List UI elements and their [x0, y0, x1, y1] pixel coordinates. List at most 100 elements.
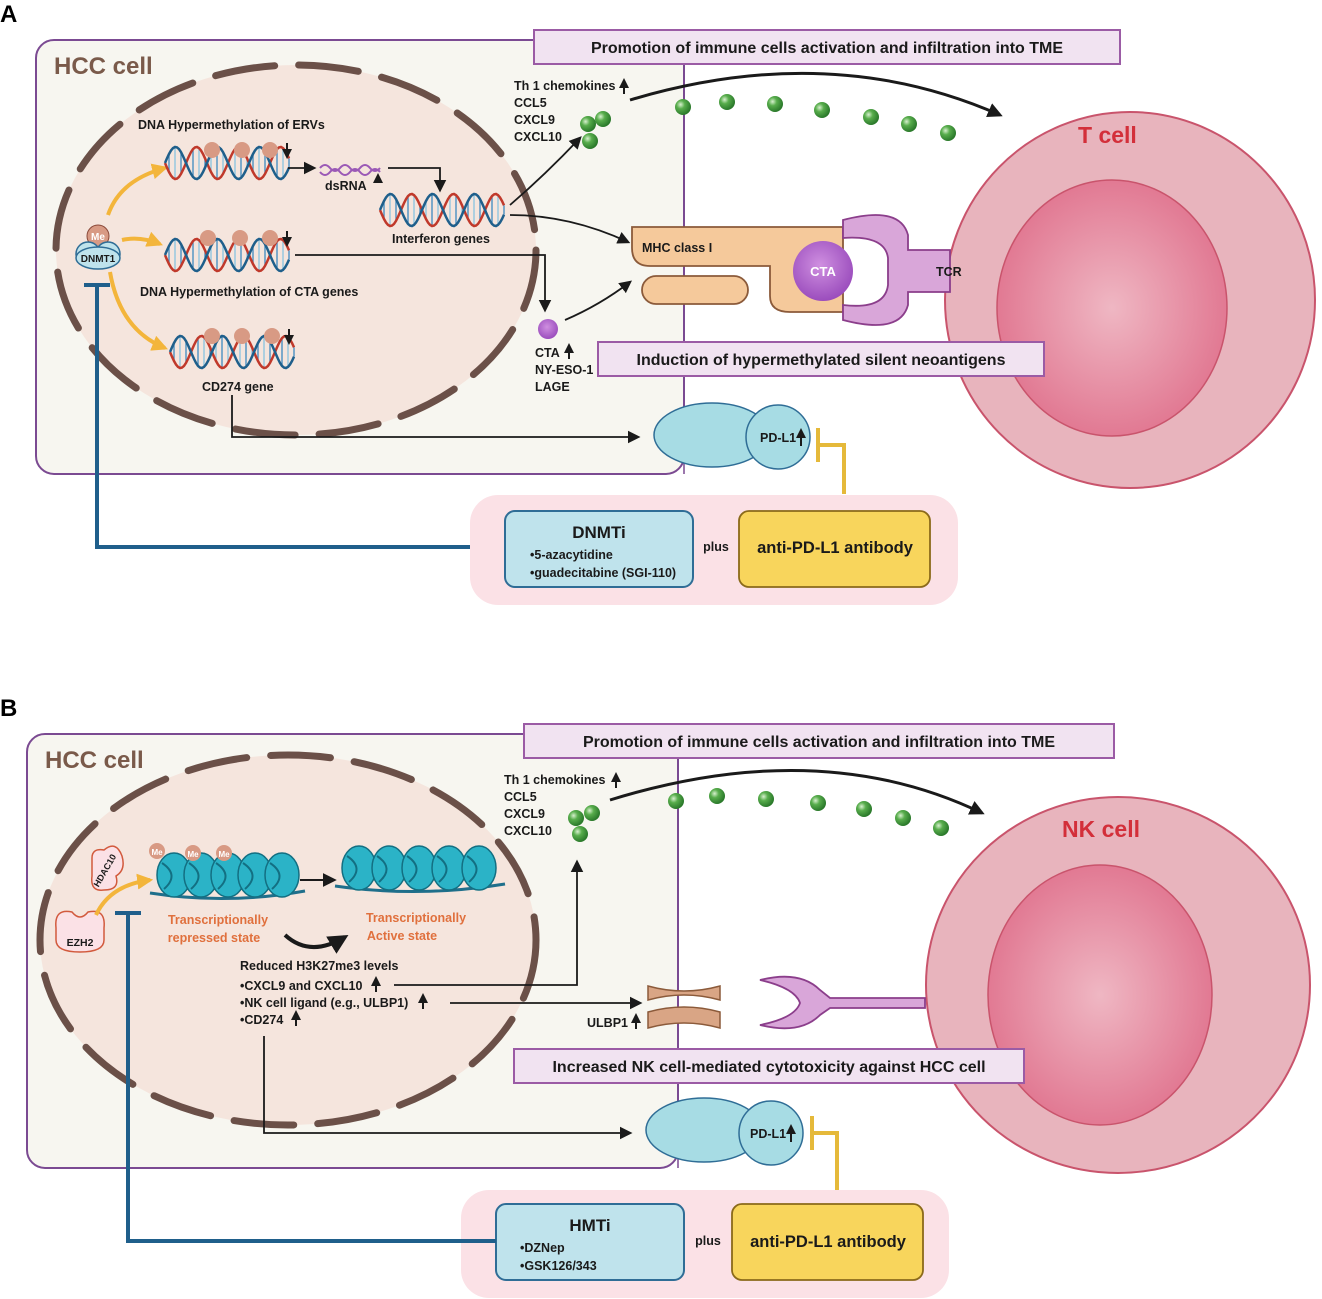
ulbp1-label: ULBP1	[587, 1016, 628, 1030]
chemokine-balls-a	[580, 94, 956, 149]
dnmt1: Me DNMT1	[75, 224, 121, 270]
hmti-drug-2: •GSK126/343	[520, 1259, 597, 1273]
cta-antigen-label: CTA	[810, 264, 836, 279]
effect-cxcl: •CXCL9 and CXCL10	[240, 979, 363, 993]
nucleosomes-repressed	[149, 852, 306, 901]
repressed-state-label: Transcriptionally repressed state	[168, 913, 268, 945]
antibody-b-label: anti-PD-L1 antibody	[750, 1233, 907, 1251]
hdac10: HDAC10	[91, 845, 124, 891]
mhc-label: MHC class I	[642, 241, 712, 255]
antibody-inhibition-a	[818, 443, 846, 494]
repressed-line-1: Transcriptionally	[168, 913, 268, 927]
pd-l1-b-label: PD-L1	[750, 1127, 786, 1141]
mhc-class-i: MHC class I	[631, 226, 844, 313]
pd-l1-a: PD-L1	[653, 402, 811, 470]
chemokine-cxcl9-a: CXCL9	[514, 113, 555, 127]
ulbp1: ULBP1	[587, 985, 721, 1030]
dnmti-drug-1: •5-azacytidine	[530, 548, 613, 562]
chemokine-cxcl9-b: CXCL9	[504, 807, 545, 821]
dna-cta-label: DNA Hypermethylation of CTA genes	[140, 285, 358, 299]
active-state-label: Transcriptionally Active state	[366, 911, 466, 943]
banner-bottom-b-text: Increased NK cell-mediated cytotoxicity …	[552, 1059, 985, 1076]
ezh2-label: EZH2	[67, 937, 94, 949]
cta-list-lage: LAGE	[535, 380, 570, 394]
dnmti-drug-2: •guadecitabine (SGI-110)	[530, 566, 676, 580]
effect-cd274: •CD274	[240, 1013, 283, 1027]
chemokine-list-b: Th 1 chemokines CCL5 CXCL9 CXCL10	[504, 772, 621, 838]
chemokine-balls-b	[568, 788, 949, 842]
antibody-inhibition-b	[812, 1131, 839, 1190]
cta-list-nyeso: NY-ESO-1	[535, 363, 593, 377]
dsrna-icon	[319, 164, 381, 172]
banner-bottom-a	[597, 341, 1045, 377]
pd-l1-b: PD-L1	[645, 1097, 804, 1166]
chemokine-cxcl10-b: CXCL10	[504, 824, 552, 838]
nk-receptor	[759, 975, 926, 1030]
antibody-box-a	[738, 510, 931, 588]
down-arrow-icons-a	[282, 143, 294, 345]
chemokine-ccl5-b: CCL5	[504, 790, 537, 804]
nucleosomes-active	[334, 845, 506, 894]
panel-a: A HCC cell T cell Promotion of immune ce…	[0, 1, 1316, 605]
banner-top-a-text: Promotion of immune cells activation and…	[591, 40, 1063, 57]
nk-cell-label: NK cell	[1062, 816, 1140, 842]
t-cell: T cell	[944, 111, 1316, 489]
nk-cell: NK cell	[925, 796, 1311, 1174]
dnmti-box	[504, 510, 694, 588]
dna-erv-label: DNA Hypermethylation of ERVs	[138, 118, 325, 132]
chemokine-header-a: Th 1 chemokines	[514, 79, 615, 93]
ezh2: EZH2	[55, 910, 105, 953]
dna-interferon-a	[378, 192, 506, 228]
active-line-1: Transcriptionally	[366, 911, 466, 925]
chemokine-ccl5-a: CCL5	[514, 96, 547, 110]
methyl-b-1: Me	[151, 848, 163, 857]
chemotaxis-arrow-b	[609, 768, 985, 815]
chemokine-list-a: Th 1 chemokines CCL5 CXCL9 CXCL10	[514, 78, 629, 144]
dna-cta-a	[163, 237, 291, 273]
dnmti-title: DNMTi	[572, 523, 626, 542]
tcr: TCR	[842, 214, 962, 326]
cta-antigen	[793, 241, 853, 301]
dsrna-label: dsRNA	[325, 179, 367, 193]
banner-top-a	[533, 29, 1121, 65]
plus-b: plus	[695, 1234, 721, 1248]
banner-bottom-a-text: Induction of hypermethylated silent neoa…	[637, 352, 1006, 369]
dna-erv-a	[163, 145, 291, 181]
interferon-label: Interferon genes	[392, 232, 490, 246]
cta-antigen-dot	[538, 319, 558, 339]
nucleus-envelope-b	[36, 751, 540, 1129]
panel-a-letter: A	[0, 1, 17, 28]
h3k27-label: Reduced H3K27me3 levels	[240, 959, 398, 973]
antibody-box-b	[731, 1203, 924, 1281]
hmti-inhibition	[126, 913, 496, 1243]
cta-list-a: CTA NY-ESO-1 LAGE	[535, 343, 593, 394]
methyl-marks-a	[200, 142, 280, 344]
nucleus-a	[56, 65, 536, 435]
methyl-b-3: Me	[218, 850, 230, 859]
banner-bottom-b	[513, 1048, 1025, 1084]
dnmt1-label: DNMT1	[81, 254, 116, 265]
plus-a: plus	[703, 540, 729, 554]
hmti-title: HMTi	[569, 1216, 610, 1235]
methyl-marks-b: Me Me Me	[149, 843, 232, 861]
dnmti-inhibition	[95, 285, 470, 549]
panel-b: B HCC cell NK cell Promotion of immune c…	[0, 695, 1311, 1298]
banner-top-b	[523, 723, 1115, 759]
chemotaxis-arrow-a	[629, 71, 1003, 118]
cd274-label: CD274 gene	[202, 380, 274, 394]
panel-b-letter: B	[0, 695, 17, 722]
pd-l1-a-label: PD-L1	[760, 431, 796, 445]
tcr-label: TCR	[936, 265, 962, 279]
methyl-b-2: Me	[187, 850, 199, 859]
hcc-cell-label-b: HCC cell	[45, 747, 144, 774]
banner-top-b-text: Promotion of immune cells activation and…	[583, 734, 1055, 751]
chemokine-cxcl10-a: CXCL10	[514, 130, 562, 144]
hcc-cell-label-a: HCC cell	[54, 53, 153, 80]
dnmt1-me: Me	[91, 232, 105, 243]
chemokine-header-b: Th 1 chemokines	[504, 773, 605, 787]
cta-list-cta: CTA	[535, 346, 560, 360]
hmti-drug-1: •DZNep	[520, 1241, 565, 1255]
antibody-a-label: anti-PD-L1 antibody	[757, 539, 914, 557]
active-line-2: Active state	[367, 929, 437, 943]
